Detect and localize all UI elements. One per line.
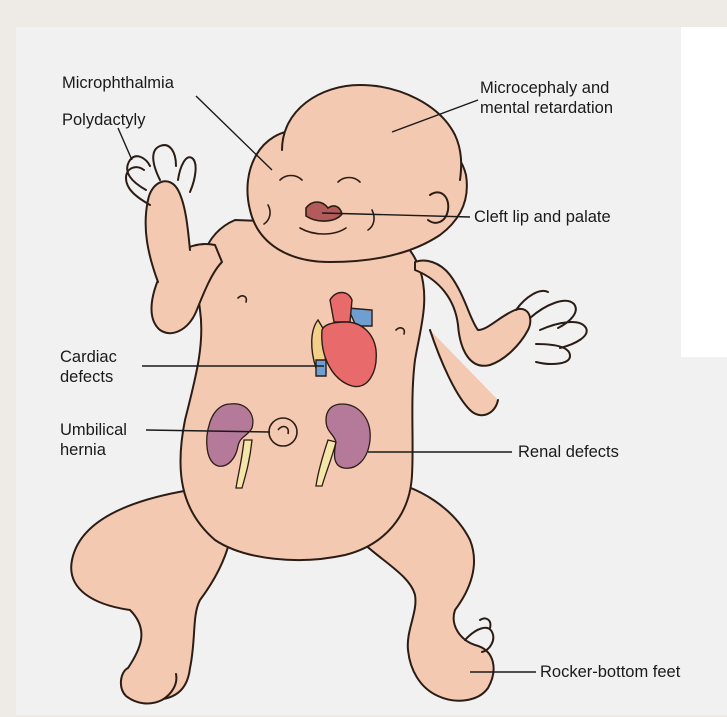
heart-aorta	[330, 293, 352, 323]
torso	[180, 220, 424, 560]
label-microphthalmia: Microphthalmia	[62, 73, 174, 93]
heart-blue-lower	[316, 360, 326, 376]
label-cardiac-line2: defects	[60, 367, 117, 387]
label-renal-text: Renal defects	[518, 442, 619, 462]
right-arm	[415, 261, 530, 366]
label-rocker: Rocker-bottom feet	[540, 662, 680, 682]
label-cleft-text: Cleft lip and palate	[474, 207, 611, 227]
label-umbilical: Umbilical hernia	[60, 420, 127, 460]
label-microcephaly-line2: mental retardation	[480, 98, 613, 118]
label-microcephaly-line1: Microcephaly and	[480, 78, 613, 98]
label-renal: Renal defects	[518, 442, 619, 462]
label-umbilical-line1: Umbilical	[60, 420, 127, 440]
label-cleft: Cleft lip and palate	[474, 207, 611, 227]
hernia-bulge	[269, 418, 297, 446]
infant-body	[71, 85, 586, 703]
label-rocker-text: Rocker-bottom feet	[540, 662, 680, 682]
label-microphthalmia-text: Microphthalmia	[62, 73, 174, 93]
label-umbilical-line2: hernia	[60, 440, 127, 460]
leader-polydactyly	[118, 128, 132, 160]
ear	[428, 192, 448, 222]
label-polydactyly-text: Polydactyly	[62, 110, 145, 130]
leader-microphthalmia	[196, 96, 272, 170]
label-cardiac: Cardiac defects	[60, 347, 117, 387]
label-microcephaly: Microcephaly and mental retardation	[480, 78, 613, 118]
label-polydactyly: Polydactyly	[62, 110, 145, 130]
label-cardiac-line1: Cardiac	[60, 347, 117, 367]
umbilical-hernia	[269, 418, 297, 446]
